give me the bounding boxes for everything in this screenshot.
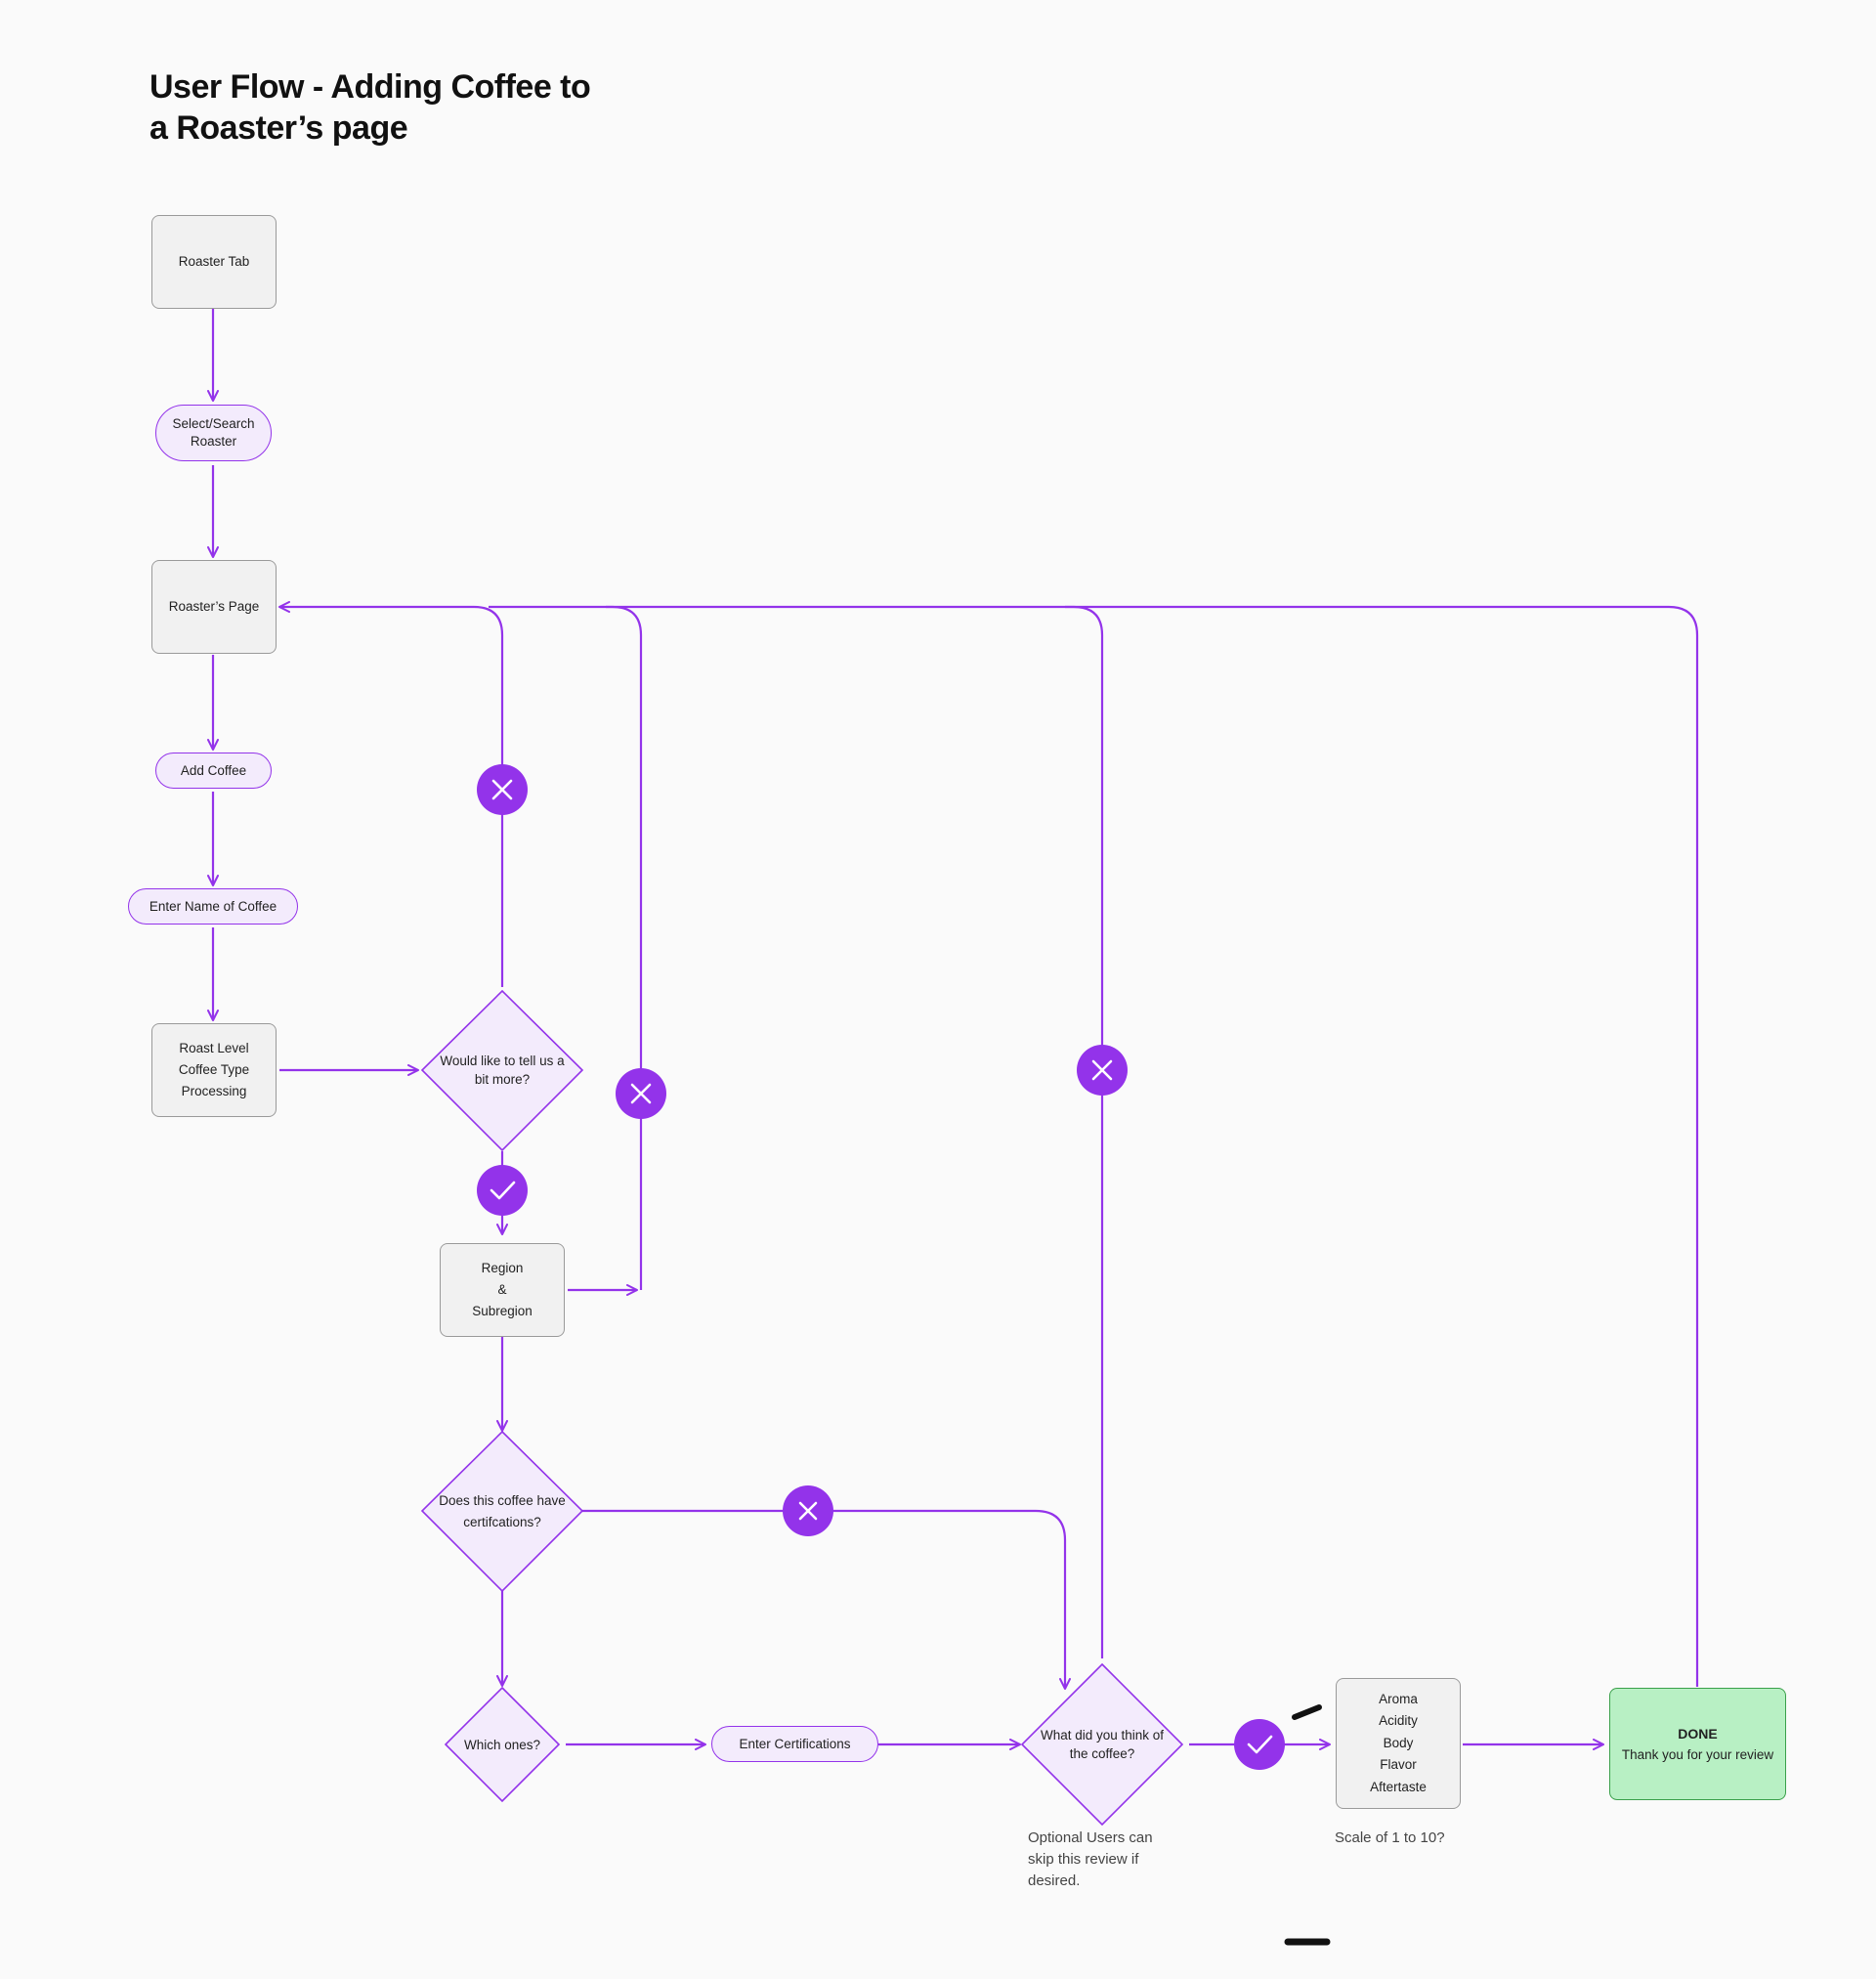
node-label: Aftertaste	[1370, 1779, 1427, 1794]
yes-badge-icon	[477, 1165, 528, 1216]
node-label: What did you think of	[1040, 1728, 1165, 1742]
node-roast-info[interactable]: Roast Level Coffee Type Processing	[151, 1023, 277, 1117]
node-label: Subregion	[472, 1304, 533, 1318]
node-label: Region	[481, 1261, 524, 1275]
note-line: Optional Users can	[1028, 1829, 1153, 1846]
node-label: bit more?	[474, 1072, 531, 1087]
note-line: skip this review if	[1028, 1851, 1139, 1868]
decision-review-label: What did you think of the coffee?	[1024, 1720, 1180, 1769]
note-optional-review: Optional Users can skip this review if d…	[1028, 1828, 1204, 1892]
node-label: Processing	[181, 1084, 247, 1098]
node-label: &	[497, 1282, 507, 1297]
node-label: Acidity	[1379, 1713, 1418, 1729]
node-label: Would like to tell us a	[440, 1054, 565, 1068]
edge-done-to-page	[1065, 605, 1699, 1687]
node-label: Roaster Tab	[178, 254, 250, 269]
node-label: Roaster	[190, 434, 237, 449]
decision-tell-more	[420, 989, 584, 1152]
no-badge-icon	[477, 764, 528, 815]
decision-certifications	[420, 1430, 584, 1593]
done-subtitle: Thank you for your review	[1621, 1746, 1774, 1762]
node-region[interactable]: Region & Subregion	[440, 1243, 565, 1337]
node-add-coffee[interactable]: Add Coffee	[155, 753, 272, 789]
no-badge-icon	[783, 1485, 833, 1536]
edge-tellmore-no	[278, 601, 504, 987]
node-select-search-roaster[interactable]: Select/Search Roaster	[155, 405, 272, 461]
node-label: Which ones?	[463, 1737, 541, 1752]
title-line-1: User Flow - Adding Coffee to	[149, 68, 591, 106]
node-label: the coffee?	[1069, 1746, 1135, 1761]
no-badge-icon	[1077, 1045, 1128, 1096]
node-roaster-tab[interactable]: Roaster Tab	[151, 215, 277, 309]
page-title: User Flow - Adding Coffee to a Roaster’s…	[149, 66, 736, 149]
node-done[interactable]: DONE Thank you for your review	[1609, 1688, 1786, 1800]
node-label: Flavor	[1380, 1757, 1417, 1773]
node-enter-certifications[interactable]: Enter Certifications	[711, 1726, 878, 1762]
done-title: DONE	[1678, 1725, 1718, 1742]
note-line: Scale of 1 to 10?	[1335, 1829, 1445, 1846]
yes-badge-icon	[1234, 1719, 1285, 1770]
decision-tell-more-label: Would like to tell us a bit more?	[424, 1046, 580, 1095]
decision-which-ones	[444, 1686, 561, 1803]
decision-review	[1020, 1662, 1184, 1827]
node-label: Does this coffee have	[439, 1492, 566, 1508]
node-label: Aroma	[1379, 1691, 1418, 1706]
node-label: Enter Certifications	[739, 1736, 851, 1751]
decision-which-ones-label: Which ones?	[446, 1735, 559, 1754]
node-attributes[interactable]: Aroma Acidity Body Flavor Aftertaste	[1336, 1678, 1461, 1809]
no-badge-icon	[616, 1068, 666, 1119]
node-label: Roast Level	[179, 1041, 249, 1055]
decision-certifications-label: Does this coffee have certifcations?	[424, 1485, 580, 1536]
node-label: Coffee Type	[178, 1062, 250, 1077]
node-label: Body	[1383, 1735, 1414, 1750]
note-scale: Scale of 1 to 10?	[1335, 1828, 1491, 1849]
title-line-2: a Roaster’s page	[149, 109, 408, 147]
edge-certq-no	[582, 1509, 1071, 1690]
node-label: Select/Search	[172, 416, 255, 431]
node-label: Add Coffee	[180, 762, 247, 778]
note-line: desired.	[1028, 1872, 1081, 1889]
node-roasters-page[interactable]: Roaster’s Page	[151, 560, 277, 654]
stray-mark	[1292, 1704, 1322, 1720]
edge-review-no	[606, 605, 1104, 1658]
node-enter-name[interactable]: Enter Name of Coffee	[128, 888, 298, 925]
node-label: Enter Name of Coffee	[149, 898, 277, 914]
node-label: Roaster’s Page	[168, 599, 260, 614]
node-label: certifcations?	[463, 1514, 541, 1529]
